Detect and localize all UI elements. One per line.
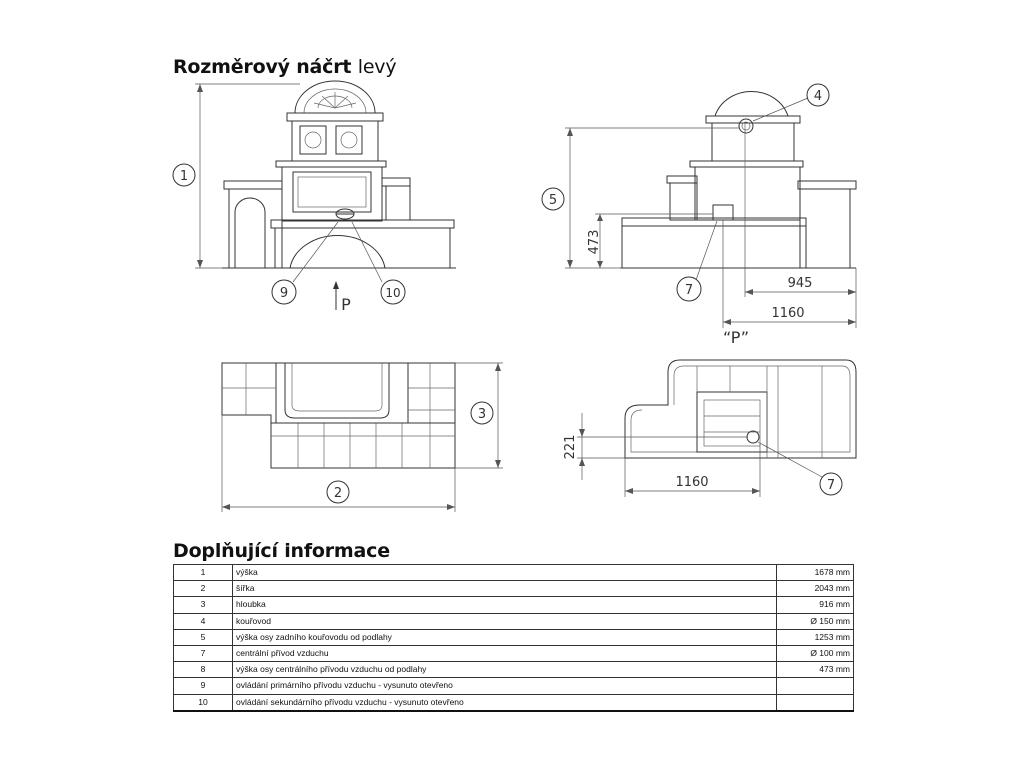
row-label: šířka bbox=[232, 580, 777, 598]
row-number: 9 bbox=[173, 677, 233, 695]
callout-9 bbox=[271, 279, 297, 305]
callout-7a-label: 7 bbox=[685, 283, 693, 298]
view-p-label: “P” bbox=[723, 328, 749, 347]
dimension-1160-top: 1160 bbox=[675, 475, 708, 490]
row-label: centrální přívod vzduchu bbox=[232, 644, 777, 663]
callout-7b bbox=[819, 472, 843, 496]
row-value bbox=[776, 693, 854, 712]
row-number: 2 bbox=[173, 580, 233, 598]
row-label: výška bbox=[232, 563, 777, 582]
callout-3-label: 3 bbox=[478, 407, 486, 422]
row-label: ovládání primárního přívodu vzduchu - vy… bbox=[232, 677, 777, 695]
row-value: 473 mm bbox=[776, 661, 854, 679]
callout-10-label: 10 bbox=[385, 286, 400, 300]
callout-2-label: 2 bbox=[334, 486, 342, 501]
row-number: 8 bbox=[173, 661, 233, 679]
row-label: kouřovod bbox=[232, 612, 777, 630]
callout-1 bbox=[172, 163, 196, 187]
rear-view: 7 221 1160 bbox=[563, 359, 857, 497]
callout-7b-label: 7 bbox=[827, 478, 835, 493]
row-value: 2043 mm bbox=[776, 580, 854, 598]
page-title: Rozměrový náčrt levý bbox=[173, 56, 397, 78]
row-number: 10 bbox=[173, 693, 233, 712]
title-bold: Rozměrový náčrt bbox=[173, 56, 352, 78]
dimension-1160-side: 1160 bbox=[771, 306, 804, 321]
title-light: levý bbox=[357, 56, 397, 78]
dimension-945: 945 bbox=[788, 276, 813, 291]
row-label: hloubka bbox=[232, 596, 777, 614]
callout-4 bbox=[806, 83, 830, 107]
callout-9-label: 9 bbox=[280, 286, 288, 301]
callout-7a bbox=[676, 276, 702, 302]
view-arrow-label: P bbox=[341, 295, 351, 314]
dimension-221: 221 bbox=[563, 435, 578, 460]
row-value: Ø 100 mm bbox=[776, 644, 854, 663]
row-value: 1253 mm bbox=[776, 628, 854, 646]
row-value bbox=[776, 677, 854, 695]
top-view: 3 2 bbox=[221, 362, 503, 512]
dimension-473: 473 bbox=[587, 230, 602, 255]
callout-4-label: 4 bbox=[814, 89, 822, 104]
row-label: výška osy centrálního přívodu vzduchu od… bbox=[232, 661, 777, 679]
row-number: 5 bbox=[173, 628, 233, 646]
row-number: 3 bbox=[173, 596, 233, 614]
row-number: 1 bbox=[173, 563, 233, 582]
callout-5-label: 5 bbox=[549, 193, 557, 208]
callout-5 bbox=[541, 187, 565, 211]
row-label: ovládání sekundárního přívodu vzduchu - … bbox=[232, 693, 777, 712]
row-value: 1678 mm bbox=[776, 563, 854, 582]
callout-10 bbox=[380, 279, 406, 305]
row-label: výška osy zadního kouřovodu od podlahy bbox=[232, 628, 777, 646]
side-view: 4 7 5 473 945 bbox=[541, 83, 857, 347]
row-number: 4 bbox=[173, 612, 233, 630]
front-view: 1 bbox=[172, 80, 456, 314]
row-value: Ø 150 mm bbox=[776, 612, 854, 630]
info-heading: Doplňující informace bbox=[173, 540, 390, 562]
callout-2 bbox=[326, 480, 350, 504]
callout-3 bbox=[470, 401, 494, 425]
row-number: 7 bbox=[173, 644, 233, 663]
row-value: 916 mm bbox=[776, 596, 854, 614]
callout-1-label: 1 bbox=[180, 169, 188, 184]
